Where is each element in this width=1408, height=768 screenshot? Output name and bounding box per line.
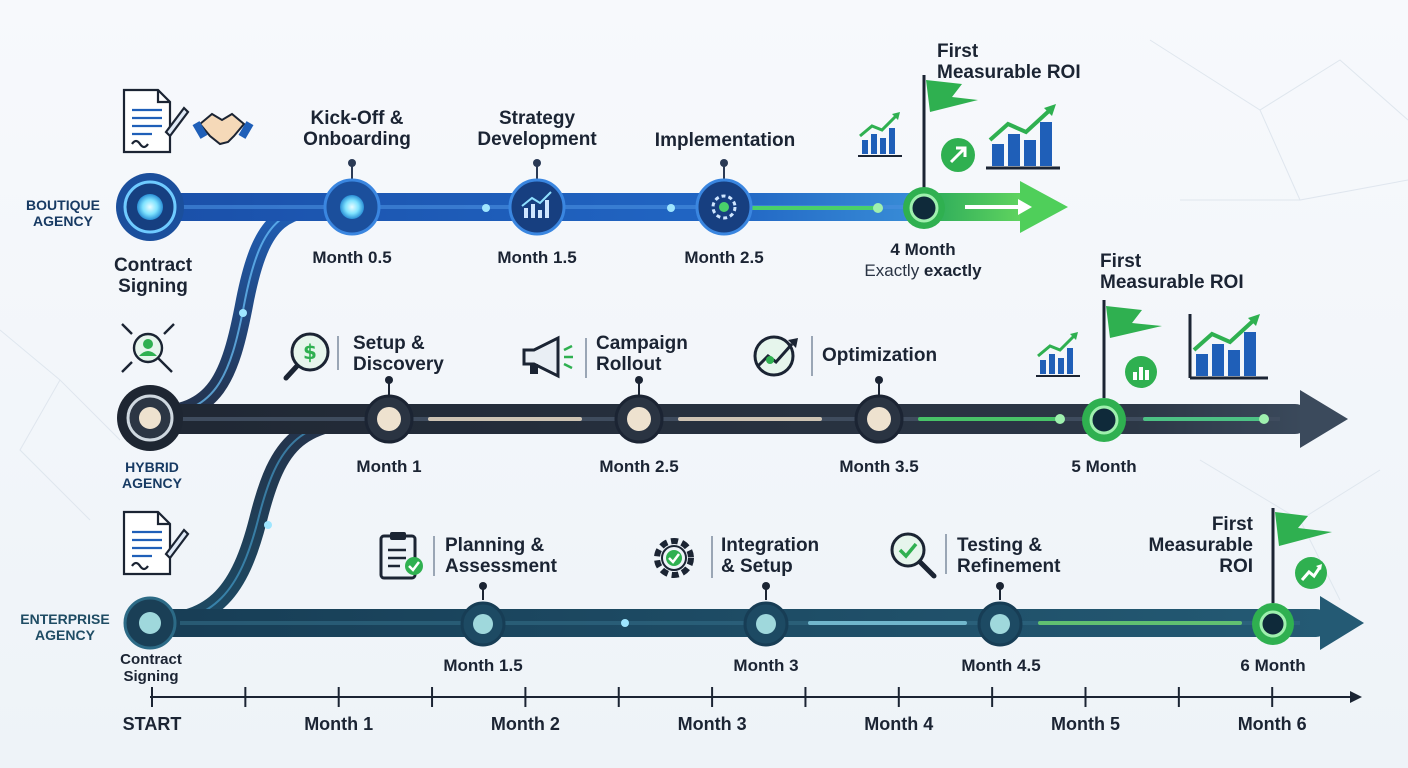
enterprise-start-label: Contract Signing xyxy=(120,651,182,685)
axis-tick-label: Month 3 xyxy=(677,714,747,734)
boutique-agency-label: BOUTIQUE AGENCY xyxy=(26,197,100,229)
axis-tick-label: Month 5 xyxy=(1051,714,1120,734)
hybrid-milestone-node-1[interactable] xyxy=(364,376,414,444)
boutique-milestone-node-3[interactable] xyxy=(695,159,753,236)
axis-tick-label: START xyxy=(122,714,182,734)
arrow-up-right-badge-icon xyxy=(941,138,975,172)
growth-chart-icon xyxy=(1036,332,1080,377)
optimization-gauge-icon xyxy=(753,335,813,377)
axis-tick-label: Month 1 xyxy=(304,714,374,734)
flag-icon xyxy=(1275,512,1332,546)
contract-document-icon xyxy=(122,88,190,154)
clipboard-checklist-icon xyxy=(379,532,435,580)
axis-tick-label: Month 6 xyxy=(1237,714,1307,734)
enterprise-milestone-month-2: Month 3 xyxy=(733,656,799,675)
boutique-milestone-month-3: Month 2.5 xyxy=(684,248,764,267)
boutique-roi-month: 4 Month xyxy=(890,240,956,259)
hybrid-milestone-title-1: Setup & Discovery xyxy=(353,333,444,375)
gear-check-icon xyxy=(654,536,713,578)
enterprise-track xyxy=(140,596,1364,650)
enterprise-agency-label: ENTERPRISE AGENCY xyxy=(20,611,110,643)
boutique-milestone-month-1: Month 0.5 xyxy=(312,248,392,267)
axis-tick-label: Month 2 xyxy=(490,714,560,734)
hybrid-roi-node[interactable] xyxy=(1082,300,1162,442)
boutique-start-node[interactable] xyxy=(116,173,184,241)
hybrid-agency-label: HYBRID AGENCY xyxy=(122,459,182,491)
hybrid-start-node[interactable] xyxy=(117,385,183,451)
flag-icon xyxy=(926,80,978,112)
flag-icon xyxy=(1106,306,1162,338)
connector-dot xyxy=(239,309,247,317)
svg-text:$: $ xyxy=(303,340,317,364)
growth-chart-icon xyxy=(1188,314,1268,380)
target-gear-icon xyxy=(711,194,737,220)
hybrid-milestone-month-2: Month 2.5 xyxy=(599,457,679,476)
growth-chart-icon xyxy=(986,104,1060,170)
connector-boutique-hybrid xyxy=(141,197,354,424)
connector-dot xyxy=(264,521,272,529)
boutique-roi-title: First Measurable ROI xyxy=(937,41,1081,83)
enterprise-roi-node[interactable] xyxy=(1252,508,1332,645)
hybrid-roi-title: First Measurable ROI xyxy=(1100,251,1244,293)
growth-chart-icon xyxy=(858,112,902,157)
trend-up-badge-icon xyxy=(1295,557,1327,589)
hybrid-track xyxy=(140,390,1348,448)
enterprise-milestone-node-3[interactable] xyxy=(977,582,1023,647)
hybrid-roi-month: 5 Month xyxy=(1071,457,1137,476)
connector-hybrid-enterprise xyxy=(141,409,394,632)
boutique-roi-note: Exactly exactly xyxy=(864,261,982,280)
enterprise-milestone-month-1: Month 1.5 xyxy=(443,656,523,675)
enterprise-milestone-month-3: Month 4.5 xyxy=(961,656,1041,675)
boutique-roi-node[interactable] xyxy=(903,75,978,229)
enterprise-start-node[interactable] xyxy=(123,596,177,650)
hybrid-milestone-month-3: Month 3.5 xyxy=(839,457,919,476)
magnifier-check-icon xyxy=(890,532,947,579)
hybrid-milestone-title-3: Optimization xyxy=(822,345,938,366)
enterprise-milestone-title-1: Planning & Assessment xyxy=(445,535,557,577)
hybrid-milestone-title-2: Campaign Rollout xyxy=(596,333,688,375)
megaphone-icon xyxy=(522,335,587,379)
boutique-milestone-node-2[interactable] xyxy=(508,159,566,236)
hybrid-milestone-month-1: Month 1 xyxy=(356,457,422,476)
contract-document-icon xyxy=(122,510,190,576)
chart-up-icon xyxy=(521,191,552,218)
boutique-milestone-title-1: Kick-Off & Onboarding xyxy=(303,108,411,150)
people-search-icon xyxy=(121,323,175,373)
boutique-start-label: Contract Signing xyxy=(113,255,193,297)
enterprise-roi-month: 6 Month xyxy=(1240,656,1306,675)
boutique-milestone-node-1[interactable] xyxy=(323,159,381,236)
enterprise-milestone-node-1[interactable] xyxy=(460,582,506,647)
hybrid-milestone-node-2[interactable] xyxy=(614,376,664,444)
time-axis xyxy=(150,687,1362,707)
boutique-milestone-title-3: Implementation xyxy=(654,130,796,151)
boutique-milestone-title-2: Strategy Development xyxy=(477,108,597,150)
enterprise-milestone-node-2[interactable] xyxy=(743,582,789,647)
magnifier-dollar-icon: $ xyxy=(283,332,339,381)
axis-tick-label: Month 4 xyxy=(864,714,934,734)
bar-chart-badge-icon xyxy=(1125,356,1157,388)
handshake-icon xyxy=(192,112,254,146)
boutique-milestone-month-2: Month 1.5 xyxy=(497,248,577,267)
enterprise-milestone-title-2: Integration & Setup xyxy=(721,535,820,577)
enterprise-milestone-title-3: Testing & Refinement xyxy=(957,535,1061,577)
hybrid-milestone-node-3[interactable] xyxy=(854,376,904,444)
enterprise-roi-title: First Measurable ROI xyxy=(1148,514,1253,577)
